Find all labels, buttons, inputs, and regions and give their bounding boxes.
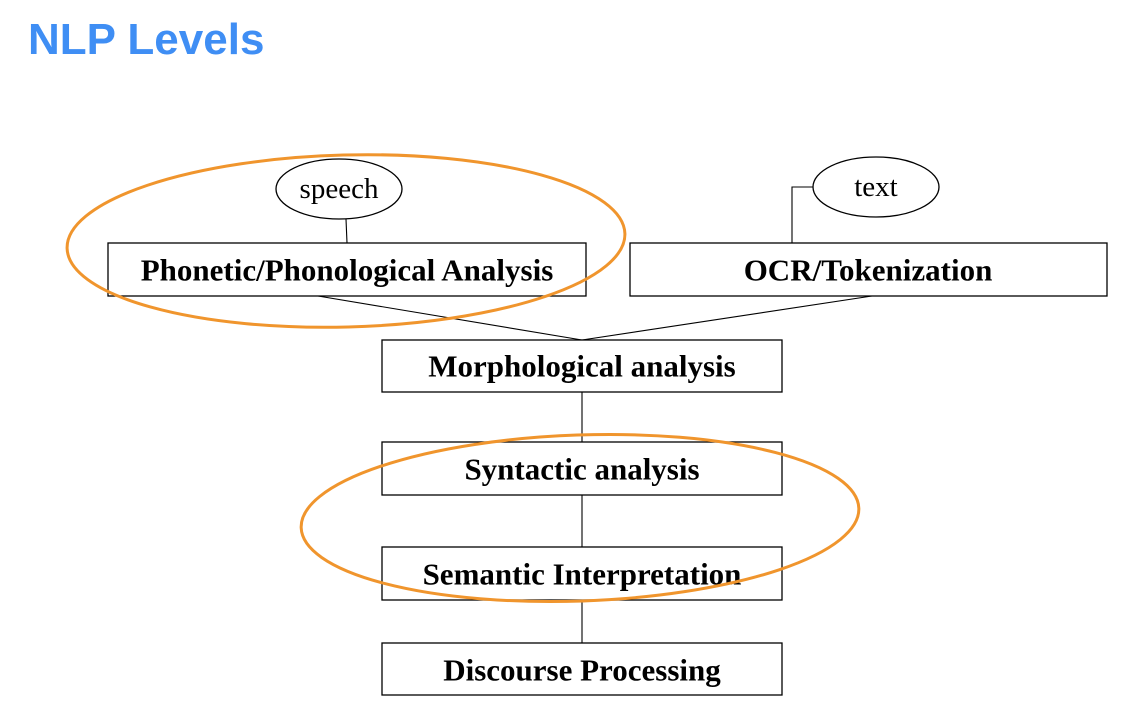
discourse-processing-label: Discourse Processing <box>443 653 721 688</box>
edge-ocr-morphological <box>581 295 873 341</box>
edge-text-ocr <box>791 186 813 243</box>
ocr-tokenization-box <box>629 242 1108 297</box>
syntactic-analysis-box <box>381 441 783 496</box>
text-input-label: text <box>854 171 898 203</box>
phonetic-analysis-label: Phonetic/Phonological Analysis <box>141 253 554 288</box>
discourse-processing-box <box>381 642 783 696</box>
highlight-ellipse-speech <box>65 153 627 329</box>
edge-speech-phonetic <box>345 218 348 244</box>
semantic-interpretation-box <box>381 546 783 601</box>
morphological-analysis-label: Morphological analysis <box>428 349 735 384</box>
phonetic-analysis-box <box>107 242 587 297</box>
text-input-node <box>812 156 940 218</box>
speech-input-node <box>275 158 403 220</box>
highlight-ellipse-syntax-semantics <box>299 432 861 604</box>
syntactic-analysis-label: Syntactic analysis <box>464 452 699 487</box>
semantic-interpretation-label: Semantic Interpretation <box>423 557 742 592</box>
speech-input-label: speech <box>300 173 379 205</box>
ocr-tokenization-label: OCR/Tokenization <box>744 253 993 288</box>
morphological-analysis-box <box>381 339 783 393</box>
slide-title: NLP Levels <box>28 15 265 64</box>
